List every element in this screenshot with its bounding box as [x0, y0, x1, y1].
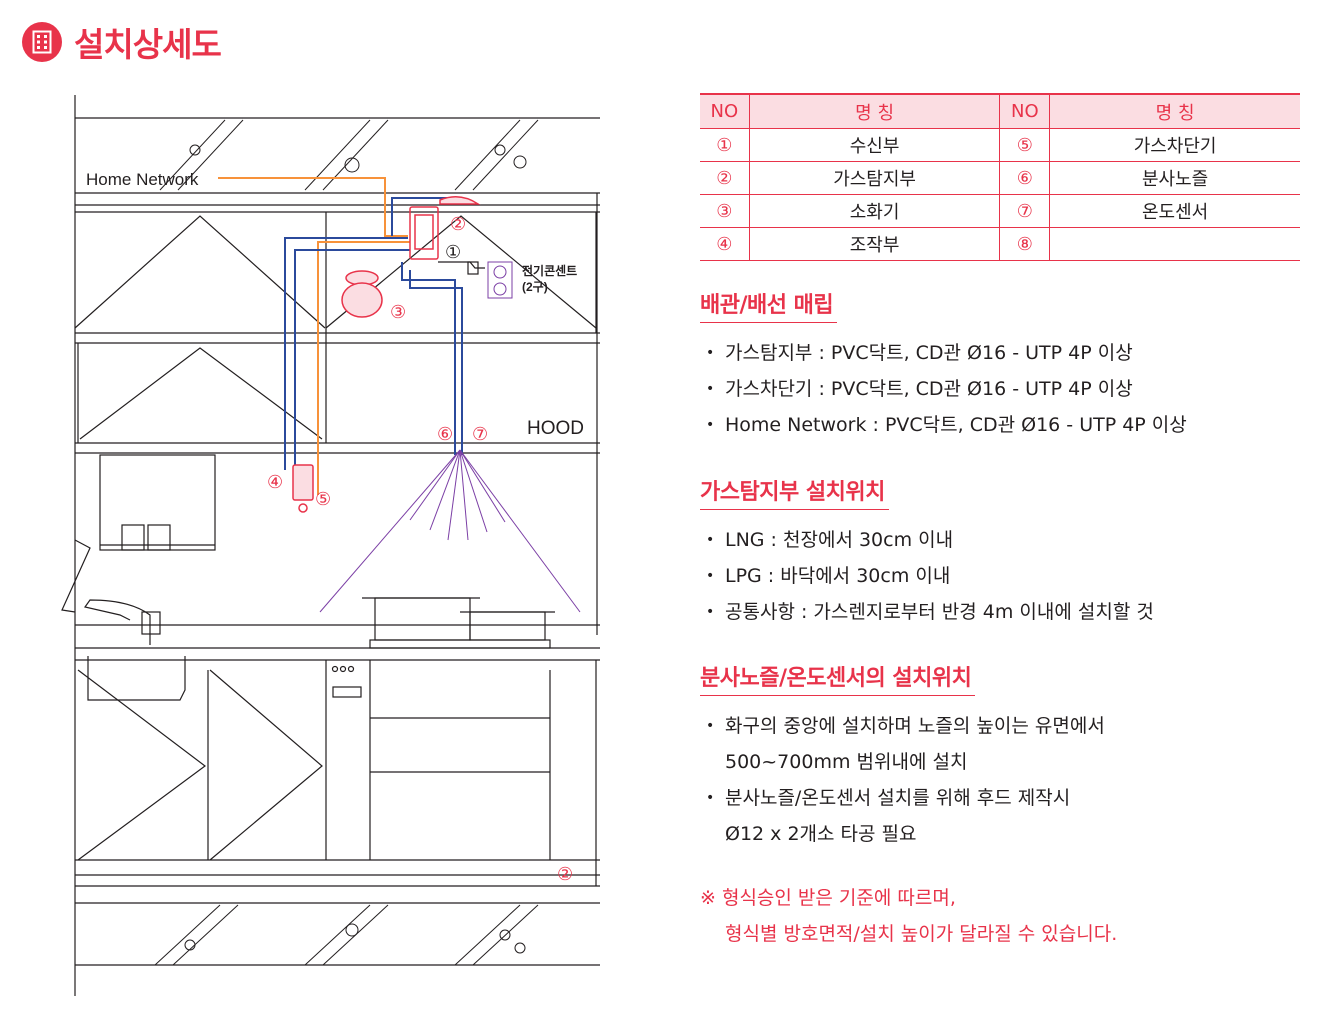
- row-no: ⑥: [999, 161, 1051, 195]
- marker-gas-detector-lower: ②: [557, 864, 573, 885]
- page-title: 설치상세도: [74, 25, 222, 64]
- row-name: 온도센서: [1049, 194, 1300, 228]
- continuation-text: Ø12 x 2개소 타공 필요: [725, 823, 917, 845]
- row-name: [1049, 227, 1300, 261]
- marker-gas-detector: ②: [450, 214, 466, 235]
- home-network-label: Home Network: [86, 170, 199, 189]
- table-row: ② 가스탐지부 ⑥ 분사노즐: [700, 161, 1300, 195]
- section-piping: 배관/배선 매립 가스탐지부 : PVC닥트, CD관 Ø16 - UTP 4P…: [700, 287, 1187, 443]
- section-title: 가스탐지부 설치위치: [700, 474, 889, 510]
- table-row: ① 수신부 ⑤ 가스차단기: [700, 128, 1300, 162]
- continuation-text: 500~700mm 범위내에 설치: [725, 751, 968, 773]
- hood-label: HOOD: [527, 418, 584, 439]
- bullet-list: 가스탐지부 : PVC닥트, CD관 Ø16 - UTP 4P 이상 가스차단기…: [700, 335, 1187, 443]
- marker-temp-sensor: ⑦: [472, 424, 488, 445]
- bullet-list: 화구의 중앙에 설치하며 노즐의 높이는 유면에서 500~700mm 범위내에…: [700, 708, 1105, 852]
- list-item: 공통사항 : 가스렌지로부터 반경 4m 이내에 설치할 것: [700, 594, 1154, 630]
- list-item: 가스차단기 : PVC닥트, CD관 Ø16 - UTP 4P 이상: [700, 371, 1187, 407]
- marker-control-panel: ④: [267, 472, 283, 493]
- section-title: 분사노즐/온도센서의 설치위치: [700, 660, 976, 696]
- row-name: 가스탐지부: [749, 161, 1000, 195]
- parts-table: NO 명 칭 NO 명 칭 ① 수신부 ⑤ 가스차단기 ② 가스탐지부 ⑥ 분사…: [700, 93, 1300, 261]
- row-no: ②: [700, 161, 750, 195]
- row-no: ⑤: [999, 128, 1051, 162]
- marker-spray-nozzle: ⑥: [437, 424, 453, 445]
- table-row: ④ 조작부 ⑧: [700, 227, 1300, 261]
- table-header-row: NO 명 칭 NO 명 칭: [700, 93, 1300, 129]
- list-item: 가스탐지부 : PVC닥트, CD관 Ø16 - UTP 4P 이상: [700, 335, 1187, 371]
- header-name: 명 칭: [1049, 93, 1300, 129]
- row-name: 가스차단기: [1049, 128, 1300, 162]
- list-item-continuation: 500~700mm 범위내에 설치: [700, 744, 1105, 780]
- marker-extinguisher: ③: [390, 302, 406, 323]
- section-title: 배관/배선 매립: [700, 287, 838, 323]
- installation-diagram: Home Network 전기콘센트 (2구) HOOD ① ② ③ ④ ⑤ ⑥…: [61, 95, 600, 996]
- table-row: ③ 소화기 ⑦ 온도센서: [700, 194, 1300, 228]
- section-detector-location: 가스탐지부 설치위치 LNG : 천장에서 30cm 이내 LPG : 바닥에서…: [700, 474, 1154, 630]
- bullet-list: LNG : 천장에서 30cm 이내 LPG : 바닥에서 30cm 이내 공통…: [700, 522, 1154, 630]
- list-item: 분사노즐/온도센서 설치를 위해 후드 제작시: [700, 780, 1105, 816]
- outlet-label: 전기콘센트: [522, 263, 577, 278]
- header-no: NO: [700, 93, 750, 129]
- row-name: 수신부: [749, 128, 1000, 162]
- row-no: ④: [700, 227, 750, 261]
- row-name: 분사노즐: [1049, 161, 1300, 195]
- footnote: ※ 형식승인 받은 기준에 따르며, 형식별 방호면적/설치 높이가 달라질 수…: [700, 880, 1117, 952]
- list-item: LPG : 바닥에서 30cm 이내: [700, 558, 1154, 594]
- row-name: 조작부: [749, 227, 1000, 261]
- outlet-count-label: (2구): [522, 280, 548, 294]
- row-name: 소화기: [749, 194, 1000, 228]
- row-no: ⑧: [999, 227, 1051, 261]
- row-no: ⑦: [999, 194, 1051, 228]
- marker-receiver: ①: [445, 242, 461, 263]
- row-no: ③: [700, 194, 750, 228]
- footnote-line: ※ 형식승인 받은 기준에 따르며,: [700, 887, 956, 909]
- header-name: 명 칭: [749, 93, 1000, 129]
- section-nozzle-location: 분사노즐/온도센서의 설치위치 화구의 중앙에 설치하며 노즐의 높이는 유면에…: [700, 660, 1105, 852]
- list-item: Home Network : PVC닥트, CD관 Ø16 - UTP 4P 이…: [700, 407, 1187, 443]
- building-icon: [22, 22, 62, 62]
- footnote-line: 형식별 방호면적/설치 높이가 달라질 수 있습니다.: [725, 923, 1118, 945]
- header-no: NO: [999, 93, 1051, 129]
- row-no: ①: [700, 128, 750, 162]
- marker-gas-shutoff: ⑤: [315, 489, 331, 510]
- page-header: 설치상세도: [22, 18, 222, 66]
- list-item-continuation: Ø12 x 2개소 타공 필요: [700, 816, 1105, 852]
- list-item: LNG : 천장에서 30cm 이내: [700, 522, 1154, 558]
- list-item: 화구의 중앙에 설치하며 노즐의 높이는 유면에서: [700, 708, 1105, 744]
